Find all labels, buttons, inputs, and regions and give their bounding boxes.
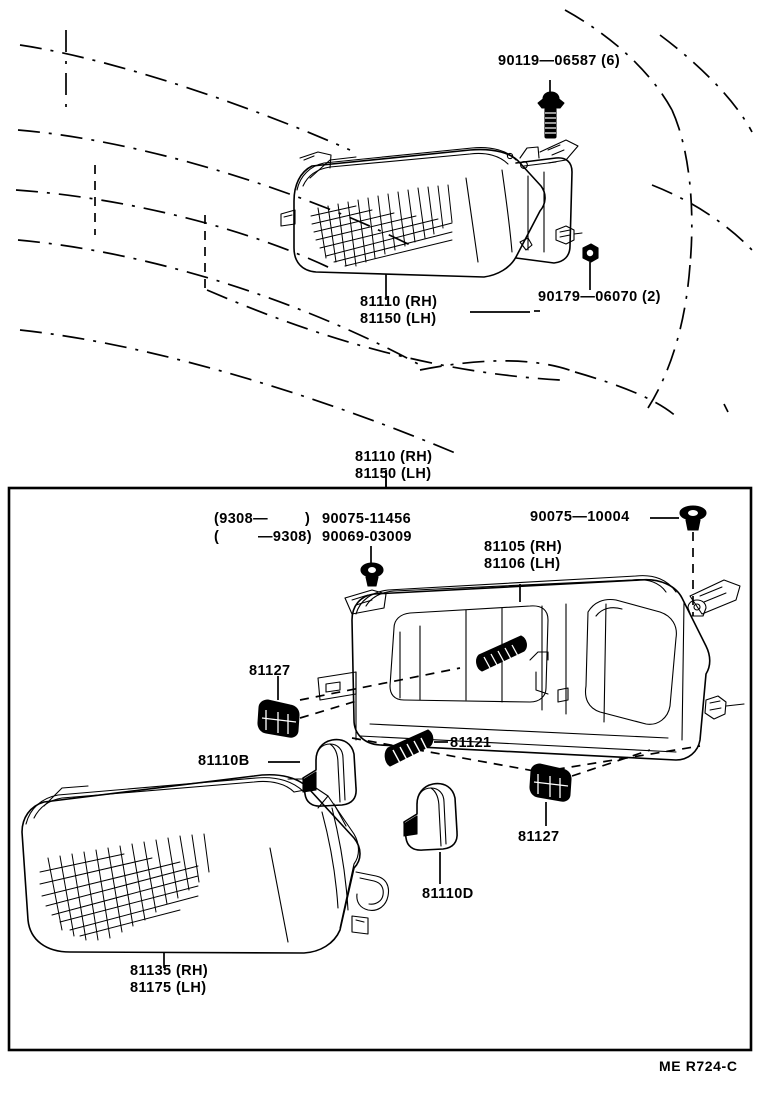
- label-lens-lh: 81175 (LH): [130, 980, 207, 996]
- label-headlamp-upper-lh: 81150 (LH): [360, 311, 437, 327]
- socket-81127-left-icon: [257, 676, 361, 738]
- label-headlamp-center-lh: 81150 (LH): [355, 466, 432, 482]
- lens-hatch-upper: [310, 184, 453, 267]
- label-lens-rh: 81135 (RH): [130, 963, 209, 979]
- lens-81135-assembly: [21, 774, 390, 968]
- label-clip-date-to: —9308): [258, 529, 312, 545]
- label-bolt-90119: 90119—06587 (6): [498, 53, 621, 69]
- label-clip-part-old: 90069-03009: [322, 529, 412, 545]
- lamp-housing-81105: [299, 575, 745, 773]
- label-socket-81127-left: 81127: [249, 663, 291, 679]
- label-clip-date-from: (9308—: [214, 511, 268, 527]
- upper-headlamp-assembly: [280, 139, 583, 278]
- clip-90069-icon: [360, 546, 384, 587]
- spring-81121-icon: [384, 729, 448, 767]
- bulb-81110D-icon: [403, 782, 458, 884]
- label-clip-date-from-close: ): [305, 511, 311, 527]
- label-bulb-81110B: 81110B: [198, 753, 250, 769]
- grommet-90075-10004-icon: [650, 505, 707, 616]
- label-socket-81127-right: 81127: [518, 829, 560, 845]
- label-headlamp-center: 81110 (RH) 81150 (LH): [355, 449, 432, 483]
- label-bulb-81110D: 81110D: [422, 886, 474, 902]
- label-nut-90179: 90179—06070 (2): [538, 289, 661, 305]
- label-clip-date-to-open: (: [214, 529, 220, 545]
- label-clip-part-new: 90075-11456: [322, 511, 412, 527]
- label-spring-81121: 81121: [450, 735, 492, 751]
- label-housing: 81105 (RH) 81106 (LH): [484, 539, 562, 573]
- bolt-90119-icon: [537, 80, 565, 139]
- label-headlamp-center-rh: 81110 (RH): [355, 449, 433, 465]
- body-contour-lines: [15, 9, 753, 456]
- label-grommet-90075: 90075—10004: [530, 509, 630, 525]
- socket-81127-right-icon: [529, 749, 651, 826]
- footer-sheet-code: ME R724-C: [659, 1058, 738, 1074]
- spring-installed: [476, 635, 527, 672]
- lower-panel-frame: [7, 486, 753, 1052]
- bulb-81110B-icon: [268, 738, 357, 807]
- nut-90179-icon: [582, 243, 599, 290]
- label-headlamp-upper-rh: 81110 (RH): [360, 294, 438, 310]
- lens-hatch-lower: [39, 833, 210, 941]
- label-housing-rh: 81105 (RH): [484, 539, 563, 555]
- label-housing-lh: 81106 (LH): [484, 556, 561, 572]
- label-headlamp-upper: 81110 (RH) 81150 (LH): [360, 294, 437, 328]
- label-lens: 81135 (RH) 81175 (LH): [130, 963, 208, 997]
